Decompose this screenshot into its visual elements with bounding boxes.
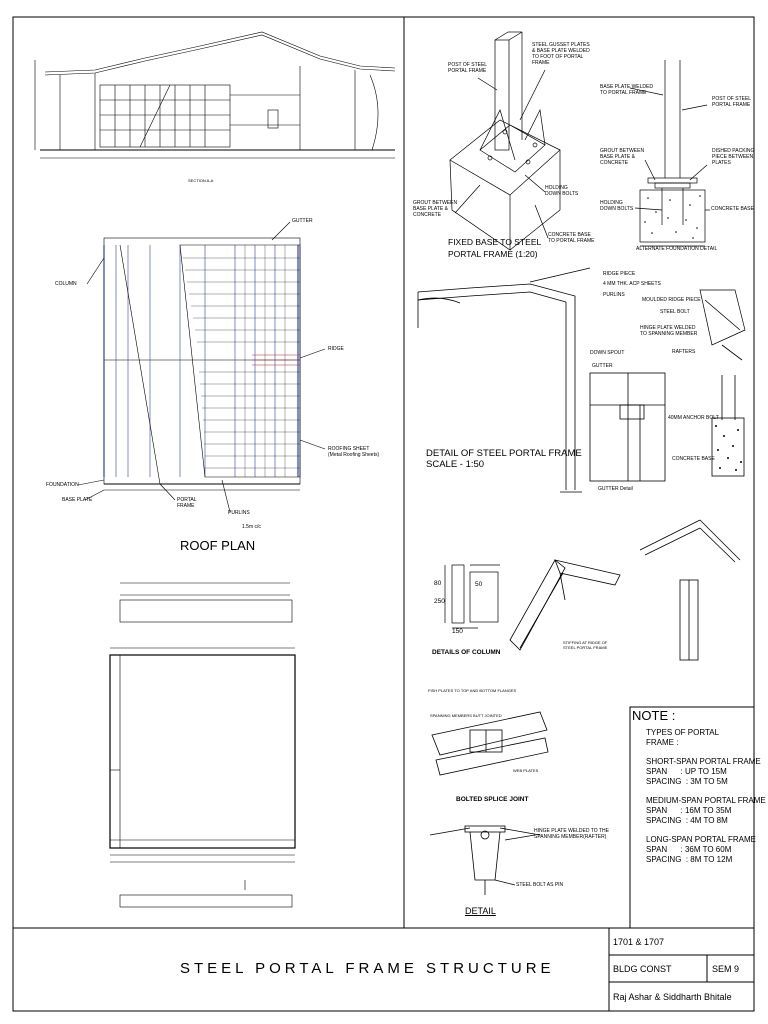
author-names: Raj Ashar & Siddharth Bhitale — [613, 992, 732, 1002]
alt-grout-label: GROUT BETWEEN BASE PLATE & CONCRETE — [600, 148, 645, 166]
base-post-label: POST OF STEEL PORTAL FRAME — [448, 62, 488, 74]
column-dim-2: 250 — [434, 598, 445, 605]
subject-name: BLDG CONST — [613, 964, 672, 974]
note-medium-span: SPAN : 16M TO 35M — [646, 806, 732, 815]
roof-plan-drawing — [77, 221, 326, 513]
roof-plan-sheeting — [183, 245, 300, 477]
splice-fish-label: FISH PLATES TO TOP AND BOTTOM FLANGES — [428, 688, 517, 693]
portal-frame-drawing — [417, 267, 746, 493]
pf-anchor-label: 40MM ANCHOR BOLT — [668, 415, 719, 421]
column-detail-title: DETAILS OF COLUMN — [432, 649, 501, 656]
pf-gutter-detail-label: GUTTER Detail — [598, 486, 633, 492]
splice-title: BOLTED SPLICE JOINT — [456, 796, 529, 803]
fixed-base-title: FIXED BASE TO STEEL PORTAL FRAME (1:20) — [448, 237, 542, 259]
floor-plan-drawing — [109, 582, 296, 908]
note-short-span: SPAN : UP TO 15M — [646, 767, 727, 776]
alt-concrete-label: CONCRETE BASE — [711, 206, 754, 212]
anchor-hatch — [715, 425, 742, 471]
base-bolts-label: HOLDING DOWN BOLTS — [545, 185, 579, 197]
alt-foundation-title: ALTERNATE FOUNDATION DETAIL — [636, 246, 718, 252]
splice-web-label: WEB PLATES — [513, 768, 539, 773]
alt-bolts-label: HOLDING DOWN BOLTS — [600, 200, 634, 212]
pf-rafters-label: RAFTERS — [672, 349, 696, 355]
note-long-title: LONG-SPAN PORTAL FRAME — [646, 835, 756, 844]
note-types: TYPES OF PORTAL FRAME : — [646, 728, 720, 747]
roof-baseplate-label: BASE PLATE — [62, 497, 93, 503]
section-aa-caption: SECTION A-A — [188, 178, 214, 183]
pf-ridge-piece-label: RIDGE PIECE — [603, 271, 636, 277]
note-medium-spacing: SPACING : 4M TO 8M — [646, 816, 728, 825]
pf-steel-bolt-label: STEEL BOLT — [660, 309, 690, 315]
note-long-spacing: SPACING : 8M TO 12M — [646, 855, 733, 864]
column-dim-1: 80 — [434, 580, 442, 587]
roof-portal-label: PORTAL FRAME — [177, 497, 197, 509]
column-detail-drawing — [444, 564, 500, 629]
splice-drawing — [431, 711, 549, 776]
pf-hinge-label: HINGE PLATE WELDED TO SPANNING MEMBER — [640, 325, 698, 337]
fixed-base-drawing — [449, 31, 561, 251]
section-aa-drawing — [34, 31, 396, 159]
alt-post-label: POST OF STEEL PORTAL FRAME — [712, 96, 752, 108]
base-grout-label: GROUT BETWEEN BASE PLATE & CONCRETE — [413, 200, 458, 218]
ridge-stiffing-caption: STIFFING AT RIDGE OF STEEL PORTAL FRAME — [563, 640, 608, 650]
roof-plan-title: ROOF PLAN — [180, 538, 256, 553]
pf-gutter-label: GUTTER — [592, 363, 613, 369]
hinge-detail-drawing — [429, 825, 541, 895]
roof-sheet-label: ROOFING SHEET (Metal Roofing Sheets) — [328, 446, 380, 458]
portal-detail-title: DETAIL OF STEEL PORTAL FRAME SCALE - 1:5… — [426, 448, 582, 470]
detail-hinge-label: HINGE PLATE WELDED TO THE SPANNING MEMBE… — [534, 828, 609, 840]
roof-column-label: COLUMN — [55, 281, 77, 287]
pf-concrete-label: CONCRETE BASE — [672, 456, 715, 462]
note-long-span: SPAN : 36M TO 60M — [646, 845, 732, 854]
note-heading: NOTE : — [632, 708, 676, 723]
note-medium-title: MEDIUM-SPAN PORTAL FRAME — [646, 796, 766, 805]
pf-downspout-label: DOWN SPOUT — [590, 350, 625, 356]
roll-numbers: 1701 & 1707 — [613, 937, 665, 947]
column-dim-4: 50 — [475, 581, 483, 588]
alt-foundation-hatch — [644, 195, 701, 239]
sheet-border — [12, 16, 755, 1012]
column-dim-3: 150 — [452, 628, 463, 635]
sheet-title: STEEL PORTAL FRAME STRUCTURE — [180, 960, 555, 977]
roof-purlins-label: PURLINS — [228, 510, 250, 516]
alt-base-plate-label: BASE PLATE WELDED TO PORTAL FRAME — [600, 84, 653, 96]
roof-foundation-label: FOUNDATION — [46, 482, 79, 488]
semester: SEM 9 — [712, 964, 740, 974]
roof-ridge-label: RIDGE — [328, 346, 344, 352]
ridge-stiffening-drawing — [509, 519, 741, 661]
alt-packing-label: DISHED PACKING PIECE BETWEEN PLATES — [712, 148, 755, 166]
note-short-spacing: SPACING : 3M TO 5M — [646, 777, 728, 786]
pf-moulded-label: MOULDED RIDGE PIECE — [642, 297, 701, 303]
splice-butt-label: SPANNING MEMBERS BUTT JOINTED — [430, 713, 502, 718]
roof-gutter-label: GUTTER — [292, 218, 313, 224]
detail-title: DETAIL — [465, 906, 496, 916]
base-gusset-label: STEEL GUSSET PLATES & BASE PLATE WELDED … — [532, 42, 590, 66]
alt-foundation-drawing — [629, 60, 710, 247]
roof-spacing-label: 1.5m c/c — [242, 524, 261, 530]
base-concrete-label: CONCRETE BASE TO PORTAL FRAME — [548, 232, 595, 244]
detail-pin-label: STEEL BOLT AS PIN — [516, 882, 564, 888]
note-box: NOTE : TYPES OF PORTAL FRAME : SHORT-SPA… — [632, 708, 766, 865]
note-short-title: SHORT-SPAN PORTAL FRAME — [646, 757, 761, 766]
pf-purlins-label: PURLINS — [603, 292, 625, 298]
pf-acp-label: 4 MM THK. ACP SHEETS — [603, 281, 661, 287]
